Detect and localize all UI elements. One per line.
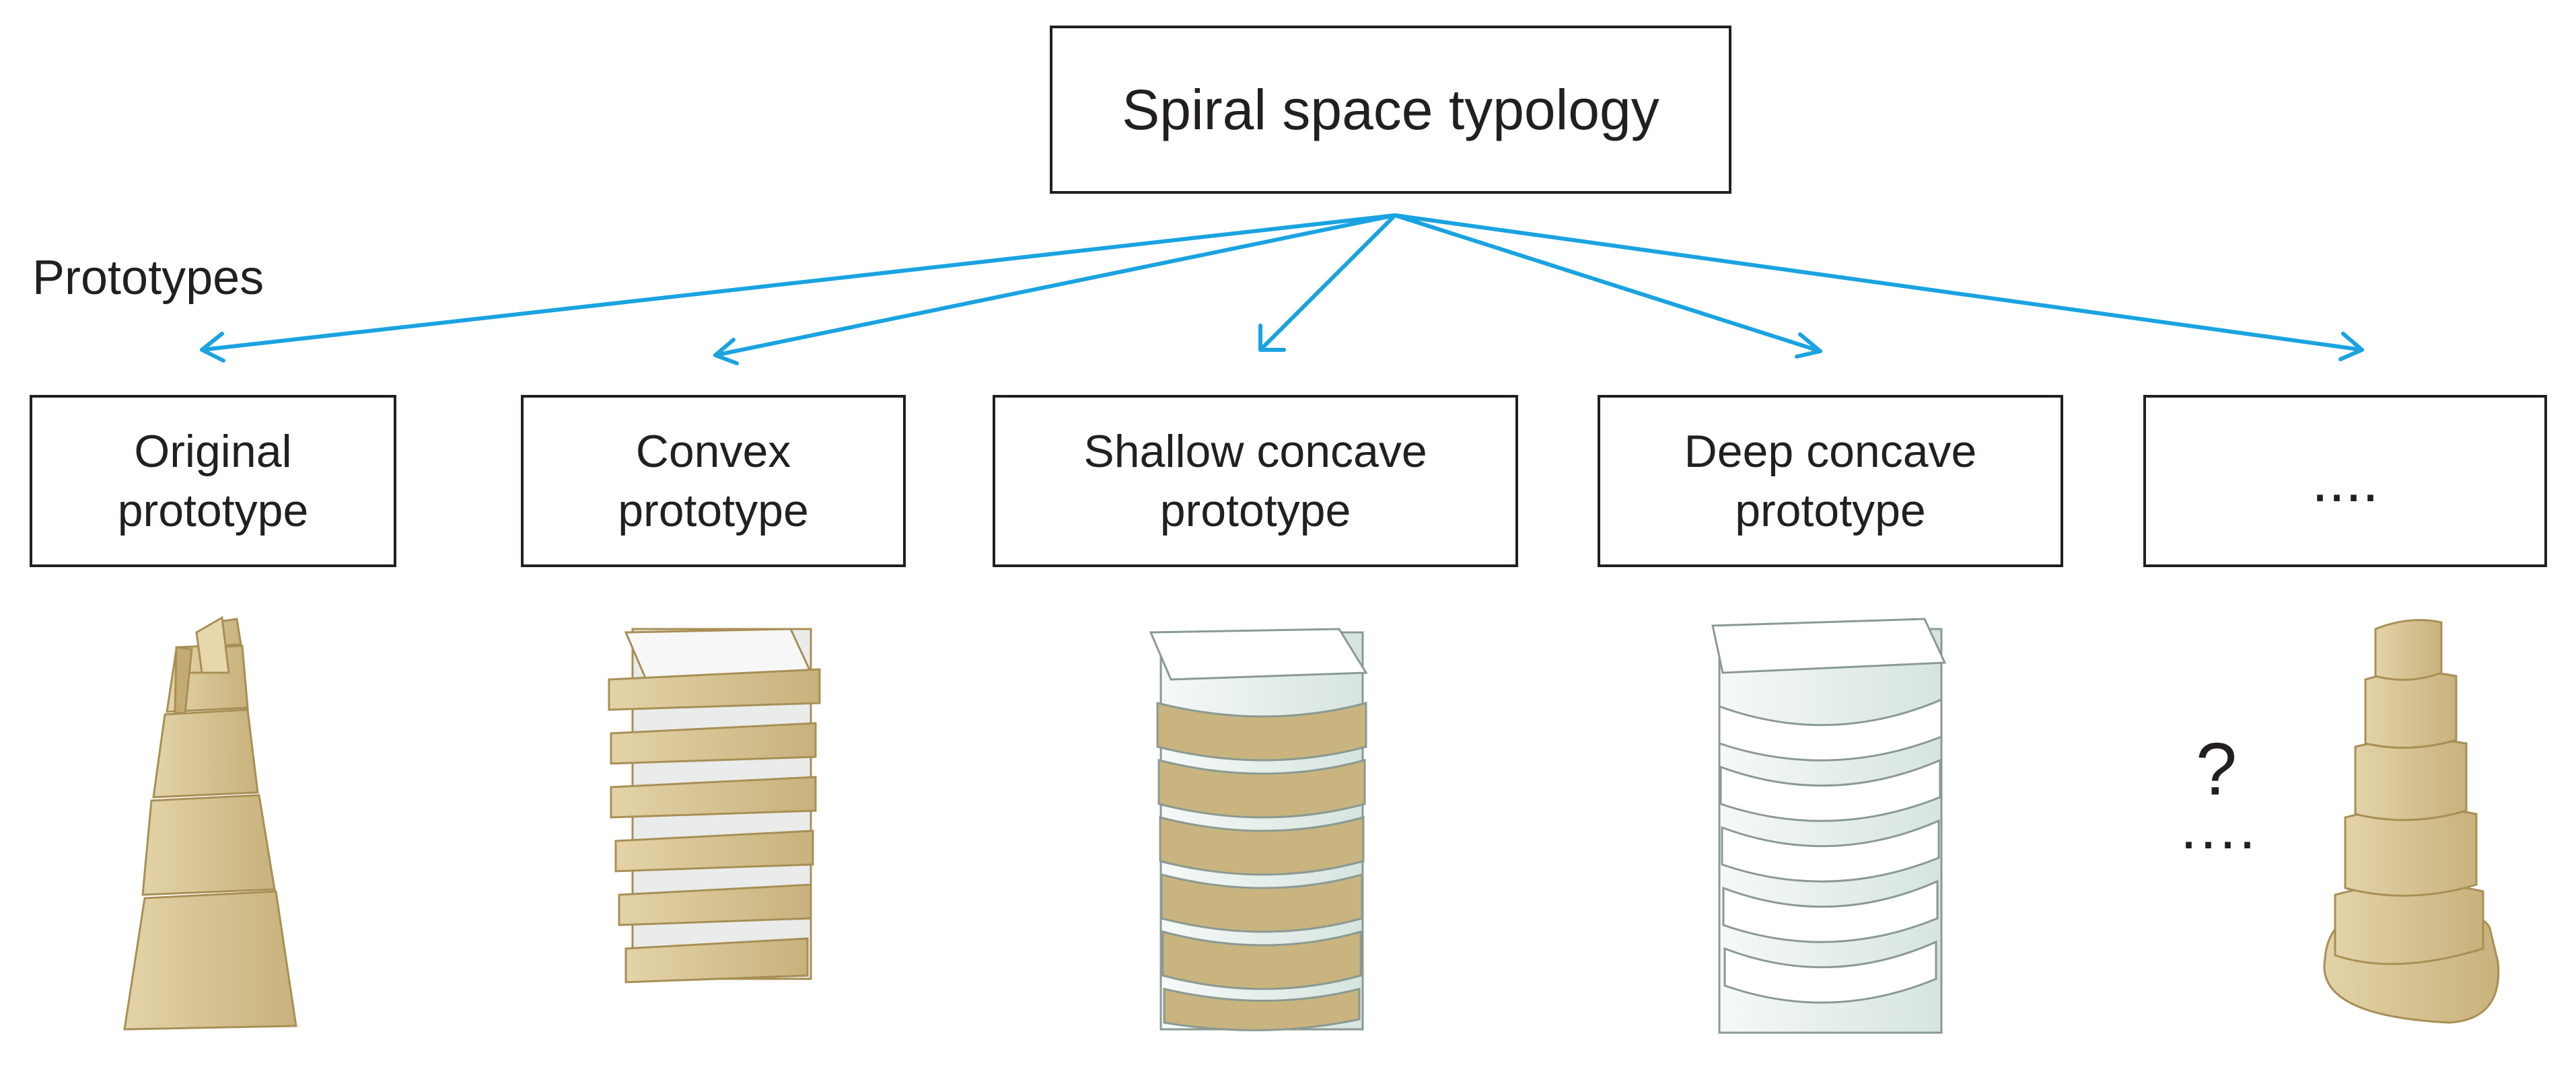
- arrow-to-deep: [1393, 213, 1822, 359]
- spiral-tower-image: [2323, 619, 2500, 1024]
- node-more-prototypes: ....: [2143, 395, 2547, 567]
- arrow-to-convex: [713, 213, 1397, 365]
- node-deep-concave-prototype: Deep concave prototype: [1598, 395, 2063, 567]
- shallow-concave-tower-image: [1149, 628, 1368, 1031]
- node-shallow-concave-prototype: Shallow concave prototype: [993, 395, 1518, 567]
- root-label: Spiral space typology: [1122, 77, 1659, 141]
- original-tower-image: [123, 616, 297, 1031]
- node-label: ....: [2311, 447, 2380, 515]
- arrows: [200, 213, 2364, 365]
- question-mark: ?: [2196, 728, 2238, 811]
- ellipsis-dots: ....: [2180, 795, 2259, 862]
- node-label: Convex prototype: [618, 425, 809, 536]
- node-label: Shallow concave prototype: [1083, 425, 1427, 536]
- prototypes-heading: Prototypes: [32, 251, 264, 305]
- convex-tower-image: [608, 628, 821, 984]
- node-label: Deep concave prototype: [1684, 425, 1977, 536]
- node-convex-prototype: Convex prototype: [521, 395, 906, 567]
- node-label: Original prototype: [117, 425, 309, 536]
- arrow-to-original: [200, 213, 1397, 363]
- node-original-prototype: Original prototype: [30, 395, 396, 567]
- arrow-to-shallow: [1258, 213, 1397, 352]
- arrow-to-more: [1393, 213, 2364, 361]
- deep-concave-tower-image: [1711, 618, 1947, 1034]
- root-node-spiral-space-typology: Spiral space typology: [1050, 26, 1731, 194]
